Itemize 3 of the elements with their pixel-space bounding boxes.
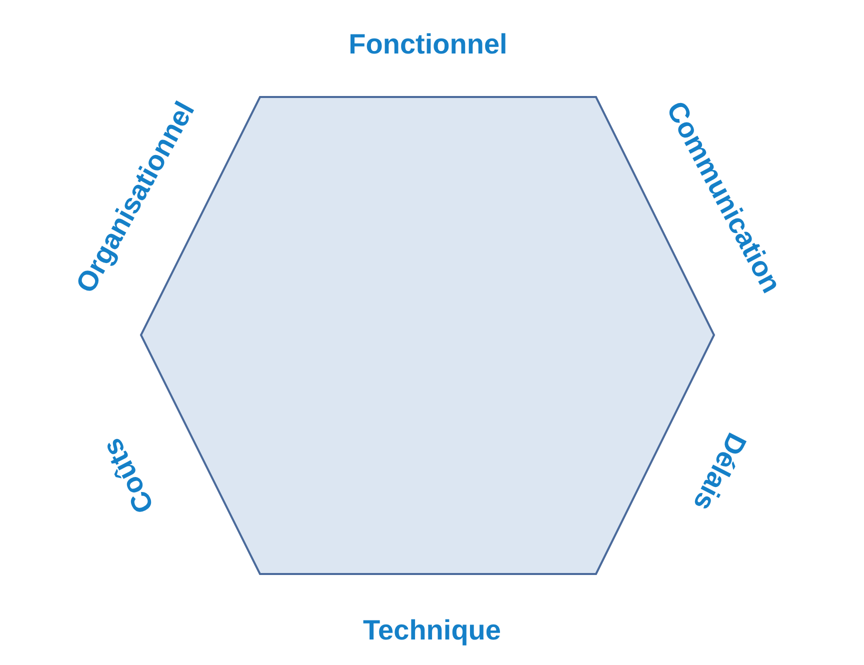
- side-label: Coûts: [96, 434, 160, 518]
- side-label: Fonctionnel: [348, 28, 508, 60]
- side-label: Technique: [363, 614, 501, 646]
